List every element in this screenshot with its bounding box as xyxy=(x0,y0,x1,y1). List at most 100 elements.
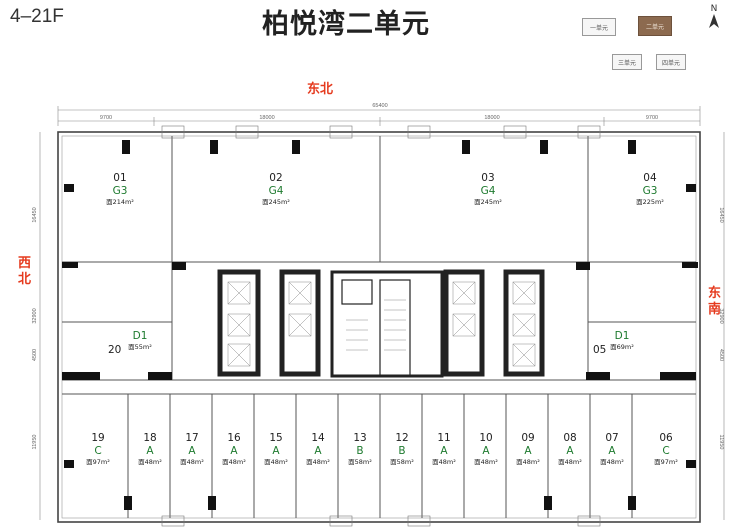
unit-number: 15 xyxy=(269,432,283,444)
dimension-labels: 65400 9700 18000 18000 9700 16450 32900 … xyxy=(32,103,724,449)
north-label: N xyxy=(710,4,718,14)
unit-05-info: D1 面69m² xyxy=(610,330,634,352)
top-dimension-lines xyxy=(39,106,725,520)
unit-type: A xyxy=(272,445,280,457)
dim-left-low: 4500 xyxy=(32,349,38,361)
direction-left: 西北 xyxy=(18,256,32,287)
unit-type: G4 xyxy=(480,185,496,197)
unit-10: 10 A 面48m² xyxy=(474,432,498,467)
unit-17: 17 A 面48m² xyxy=(180,432,204,467)
unit-area: 面97m² xyxy=(86,458,110,466)
unit-number: 04 xyxy=(643,172,657,184)
unit-area: 面48m² xyxy=(474,458,498,466)
unit-area: 面245m² xyxy=(474,198,502,206)
unit-11: 11 A 面48m² xyxy=(432,432,456,467)
unit-18: 18 A 面48m² xyxy=(138,432,162,467)
unit-01: 01 G3 面214m² xyxy=(106,172,134,207)
dim-right-mid: 32900 xyxy=(718,308,724,323)
unit-area: 面225m² xyxy=(636,198,664,206)
dim-seg-1: 9700 xyxy=(100,115,112,121)
dim-right-upper: 16450 xyxy=(718,207,724,222)
unit-08: 08 A 面48m² xyxy=(558,432,582,467)
floor-range: 4–21F xyxy=(10,6,64,27)
north-arrow: N xyxy=(706,4,722,32)
unit-type: A xyxy=(608,445,616,457)
unit-area: 面245m² xyxy=(262,198,290,206)
unit-number: 11 xyxy=(437,432,451,444)
unit-area: 面69m² xyxy=(610,343,634,351)
dim-left-bottom: 11950 xyxy=(32,435,38,450)
dim-right-low: 4500 xyxy=(718,349,724,361)
unit-type: A xyxy=(566,445,574,457)
unit-05: 05 xyxy=(593,338,606,357)
unit-area: 面214m² xyxy=(106,198,134,206)
unit-14: 14 A 面48m² xyxy=(306,432,330,467)
unit-area: 面48m² xyxy=(432,458,456,466)
elevator-shafts xyxy=(227,281,536,367)
unit-area: 面55m² xyxy=(128,343,152,351)
unit-06: 06 C 面97m² xyxy=(654,432,678,467)
unit-area: 面48m² xyxy=(264,458,288,466)
unit-number: 08 xyxy=(563,432,577,444)
unit-type: D1 xyxy=(614,330,630,342)
unit-02: 02 G4 面245m² xyxy=(262,172,290,207)
keymap-unit-4: 四单元 xyxy=(656,54,686,70)
building-title: 柏悦湾二单元 xyxy=(262,9,430,40)
unit-19: 19 C 面97m² xyxy=(86,432,110,467)
unit-type: G4 xyxy=(268,185,284,197)
unit-type: A xyxy=(524,445,532,457)
dim-right-bottom: 11950 xyxy=(718,435,724,450)
unit-area: 面48m² xyxy=(138,458,162,466)
unit-16: 16 A 面48m² xyxy=(222,432,246,467)
unit-number: 14 xyxy=(311,432,325,444)
dim-seg-4: 9700 xyxy=(646,115,658,121)
unit-type: B xyxy=(398,445,406,457)
unit-area: 面97m² xyxy=(654,458,678,466)
dim-left-upper: 16450 xyxy=(32,207,38,222)
direction-top: 东北 xyxy=(307,82,334,97)
unit-number: 10 xyxy=(479,432,493,444)
unit-area: 面48m² xyxy=(600,458,624,466)
unit-number: 16 xyxy=(227,432,241,444)
outer-walls xyxy=(57,131,701,523)
unit-area: 面48m² xyxy=(306,458,330,466)
keymap-unit-3: 三单元 xyxy=(612,54,642,70)
unit-20-info: D1 面55m² xyxy=(128,330,152,352)
unit-type: G3 xyxy=(112,185,128,197)
unit-area: 面58m² xyxy=(390,458,414,466)
direction-right: 东南 xyxy=(708,286,722,317)
unit-type: C xyxy=(94,445,102,457)
unit-type: C xyxy=(662,445,670,457)
unit-number: 20 xyxy=(108,344,122,356)
unit-type: A xyxy=(482,445,490,457)
unit-type: B xyxy=(356,445,364,457)
unit-15: 15 A 面48m² xyxy=(264,432,288,467)
unit-type: A xyxy=(440,445,448,457)
dim-total: 65400 xyxy=(372,103,387,109)
unit-07: 07 A 面48m² xyxy=(600,432,624,467)
unit-number: 01 xyxy=(113,172,127,184)
unit-number: 18 xyxy=(143,432,157,444)
unit-number: 05 xyxy=(593,344,607,356)
unit-13: 13 B 面58m² xyxy=(348,432,372,467)
unit-area: 面48m² xyxy=(558,458,582,466)
unit-number: 03 xyxy=(481,172,495,184)
unit-type: A xyxy=(230,445,238,457)
unit-12: 12 B 面58m² xyxy=(390,432,414,467)
north-unit-walls xyxy=(62,136,696,380)
unit-20: 20 xyxy=(108,338,121,357)
dim-seg-2: 18000 xyxy=(259,115,274,121)
unit-number: 06 xyxy=(659,432,673,444)
dim-left-mid: 32900 xyxy=(32,308,38,323)
south-unit-walls xyxy=(62,379,696,518)
unit-type: A xyxy=(188,445,196,457)
unit-area: 面58m² xyxy=(348,458,372,466)
balconies xyxy=(161,125,601,527)
unit-type: A xyxy=(314,445,322,457)
unit-area: 面48m² xyxy=(222,458,246,466)
core xyxy=(217,269,545,378)
site-keymap: 一单元 二单元 三单元 四单元 xyxy=(566,10,726,80)
north-arrow-icon xyxy=(709,14,719,28)
unit-04: 04 G3 面225m² xyxy=(636,172,664,207)
